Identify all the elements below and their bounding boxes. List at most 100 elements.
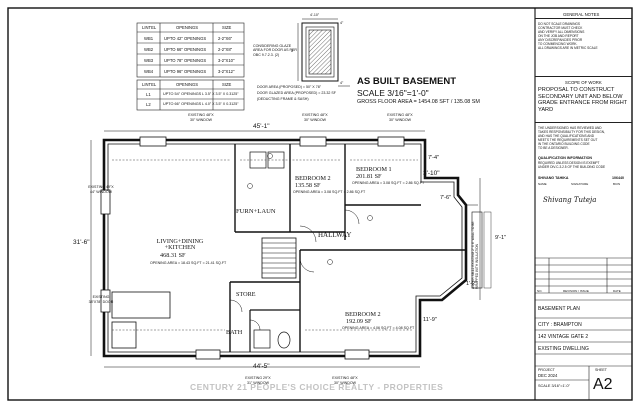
- room-bedroom1-name: BEDROOM 1: [356, 166, 392, 173]
- room-bath-name: BATH: [226, 329, 243, 336]
- room-furn-laun-name: FURN+LAUN: [236, 208, 276, 215]
- right-wall-note: AS PER SB-12 EXISTING 2" X 6" WALL TO BE…: [471, 221, 479, 289]
- dim-top: 45'-1": [253, 123, 270, 130]
- window-label-bottom-right: EXISTING 48"X 30" WINDOW: [332, 376, 358, 385]
- schedule-wb2-opening: UPTO 66" OPENINGS: [164, 47, 207, 52]
- room-bedroom2-top-opening: OPENING AREA = 3.08 SQ.FT = 2.86 SQ.FT: [293, 190, 366, 194]
- general-note-4: ON THE JOB AND REPORT: [538, 34, 579, 38]
- schedule-wb4-size: 3-2"X12": [218, 69, 235, 74]
- schedule-header-openings: OPENINGS: [176, 25, 199, 30]
- window-label-top-right: EXISTING 48"X 30" WINDOW: [387, 113, 413, 122]
- title-block: GENERAL NOTES DO NOT SCALE DRAWINGS CONT…: [535, 8, 632, 400]
- general-note-3: AND VERIFY ALL DIMENSIONS: [538, 30, 585, 34]
- schedule-header-lintel: LINTEL: [142, 25, 157, 30]
- responsibility-line-2: TAKES RESPONSIBILITY FOR THIS DESIGN,: [538, 130, 605, 134]
- general-note-5: ANY DISCREPANCIES PRIOR: [538, 38, 583, 42]
- room-bedroom1-opening: OPENING AREA = 3.08 SQ.FT = 2.86 SQ.FT: [352, 181, 425, 185]
- schedule2-header-lintel: LINTEL: [142, 82, 157, 87]
- scope-title: SCOPE OF WORK: [565, 80, 602, 85]
- designer-bcin: 106440: [612, 176, 624, 180]
- glaze-dim-top: 4'-10": [310, 13, 320, 17]
- general-note-7: ALL DRAWINGS ARE IN METRIC SCALE: [538, 46, 598, 50]
- city: CITY : BRAMPTON: [538, 322, 582, 328]
- glaze-note: CONSIDERING GLAZE AREA FOR DOOR AS PER O…: [253, 44, 297, 57]
- schedule-l1-opening: UPTO 54" OPENINGS: [163, 92, 202, 96]
- responsibility-line-3: AND HAS THE QUALIFICATIONS AND: [538, 134, 595, 138]
- general-note-6: TO COMMENCING WORK.: [538, 42, 578, 46]
- room-living-name: LIVING+DINING +KITCHEN: [156, 238, 204, 252]
- responsibility-line-4: MEETS THE REQUIREMENTS SET OUT: [538, 138, 598, 142]
- room-bedroom1-area: 201.81 SF: [356, 173, 382, 180]
- schedule-wb2-id: WB2: [144, 47, 154, 52]
- schedule-header-size: SIZE: [222, 25, 232, 30]
- dim-right-6: 7'-6": [440, 195, 452, 201]
- dim-right-5: 7'-4": [428, 155, 440, 161]
- qualification-line-1: REQUIRED UNLESS DESIGN IS EXEMPT: [538, 161, 600, 165]
- room-bedroom2-bottom-name: BEDROOM 2: [345, 311, 381, 318]
- schedule-l2-size: L 4.0" X 3.5" X 0.3125": [202, 102, 239, 106]
- schedule-l2-id: L2: [146, 102, 151, 107]
- revision-header-date: DATE: [613, 289, 621, 293]
- schedule-l1-id: L1: [146, 92, 151, 97]
- watermark: CENTURY 21 PEOPLE'S CHOICE REALTY - PROP…: [190, 382, 444, 392]
- scope-text: PROPOSAL TO CONSTRUCT SECONDARY UNIT AND…: [538, 87, 628, 114]
- bcin-label: BCIN: [613, 182, 621, 186]
- drawing-title: AS BUILT BASEMENT: [357, 76, 457, 87]
- room-living-opening: OPENING AREA = 18.43 SQ.FT = 21.41 SQ.FT: [150, 261, 227, 265]
- responsibility-line-6: TO BE A DESIGNER.: [538, 146, 569, 150]
- room-living-area: 468.31 SF: [160, 252, 186, 259]
- glaze-dim-side: 4": [340, 21, 344, 25]
- schedule-wb3-opening: UPTO 78" OPENINGS: [164, 58, 207, 63]
- responsibility-line-1: THE UNDERSIGNED HAS REVIEWED AND: [538, 126, 602, 130]
- glaze-area-note-3: (DEDUCTING FRAME & SASH): [257, 97, 309, 101]
- revision-header-no: NO.: [537, 289, 543, 293]
- designer-signature: Shivang Tuteja: [543, 196, 597, 204]
- sheet-number: A2: [593, 376, 613, 393]
- window-label-top-left: EXISTING 48"X 30" WINDOW: [188, 113, 214, 122]
- dim-right-3: 1'-2": [466, 281, 478, 287]
- dim-right-1: 3'-10": [423, 170, 440, 177]
- scale-label: SCALE 3/16"=1'-0": [538, 384, 571, 388]
- room-hallway-name: HALLWAY: [318, 231, 352, 239]
- tb-divider: [535, 76, 632, 77]
- revision-header-issue: REVISION / ISSUE: [563, 289, 589, 293]
- drawing-scale: SCALE 3/16"=1'-0": [357, 88, 429, 98]
- address: 142 VINTAGE GATE 2: [538, 334, 589, 340]
- project-date: DEC 2024: [538, 373, 558, 378]
- room-bedroom2-top-name: BEDROOM 2: [295, 175, 331, 182]
- dim-left: 31'-6": [73, 239, 90, 246]
- door-label-left: EXISTING 38"X78" DOOR: [88, 295, 114, 304]
- sheet-label: SHEET: [595, 368, 607, 372]
- qualification-line-2: UNDER DIV.C-3.2.5 OF THE BUILDING CODE: [538, 165, 606, 169]
- schedule-wb1-size: 2-2"X6": [218, 36, 233, 41]
- name-label: NAME: [538, 182, 547, 186]
- qualification-title: QUALIFICATION INFORMATION: [538, 156, 592, 160]
- dim-bottom: 44'-5": [253, 363, 270, 370]
- schedule-wb2-size: 2-2"X8": [218, 47, 233, 52]
- schedule2-header-size: SIZE: [222, 82, 232, 87]
- schedule-wb1-id: WB1: [144, 36, 154, 41]
- general-note-1: DO NOT SCALE DRAWINGS: [538, 22, 580, 26]
- sheet-title: BASEMENT PLAN: [538, 306, 580, 312]
- general-note-2: CONTRACTOR MUST CHECK: [538, 26, 583, 30]
- designer-name: SHIVANG TAHIKA: [538, 176, 569, 180]
- schedule-wb4-id: WB4: [144, 69, 154, 74]
- window-label-bottom-left: EXISTING 29"X 31" WINDOW: [245, 376, 271, 385]
- glaze-area-note-2: DOOR GLAZED AREA (PROPOSED) = 23.32 SF: [257, 91, 336, 95]
- schedule2-header-openings: OPENINGS: [176, 82, 199, 87]
- glaze-dim-bottom: 4": [340, 81, 344, 85]
- window-label-top-mid: EXISTING 48"X 30" WINDOW: [302, 113, 328, 122]
- room-bedroom2-bottom-area: 192.09 SF: [346, 318, 372, 325]
- signature-label: SIGNATURE: [571, 182, 589, 186]
- general-notes-title: GENERAL NOTES: [563, 12, 600, 17]
- glaze-dim-left: 8': [291, 49, 294, 53]
- schedule-l2-opening: UPTO 66" OPENINGS: [163, 102, 202, 106]
- project-label: PROJECT: [538, 368, 555, 372]
- responsibility-line-5: IN THE ONTARIO BUILDING CODE: [538, 142, 590, 146]
- room-store-name: STORE: [236, 291, 256, 298]
